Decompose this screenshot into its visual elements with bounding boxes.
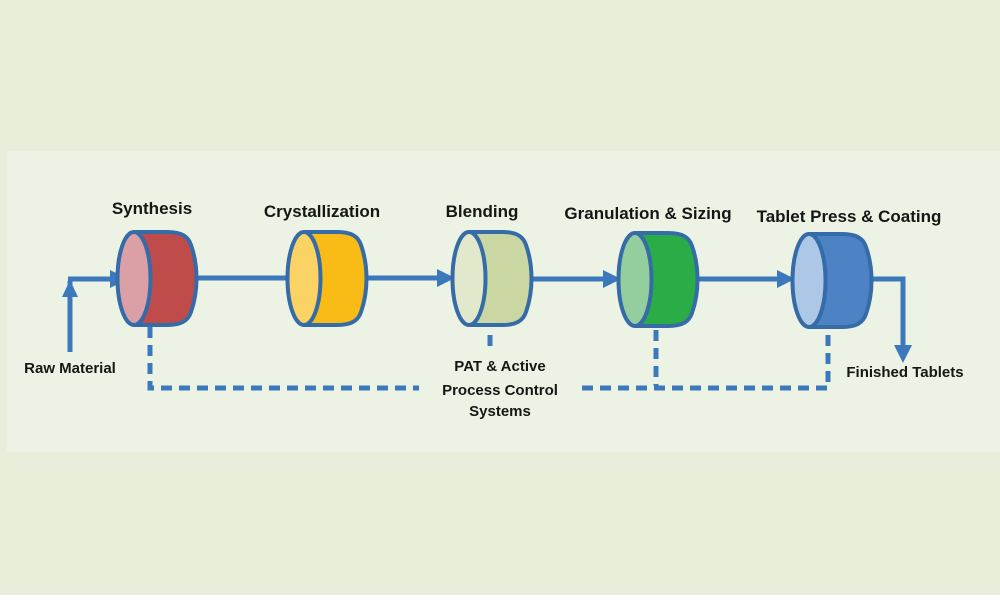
control-loop-label-line3: Systems (469, 403, 531, 420)
cylinder-face (115, 230, 153, 327)
control-loop-label-line2: Process Control (442, 382, 558, 399)
cylinder-face (616, 231, 654, 328)
stage-cylinder-granulation (616, 231, 700, 328)
control-loop-dashed-lines (147, 327, 831, 391)
raw-material-label: Raw Material (24, 360, 116, 377)
right-arrowhead-icon (603, 270, 621, 288)
cylinder-face (450, 230, 488, 327)
stage-label-crystallization: Crystallization (264, 202, 380, 221)
dashed-line-synthesis-branch (147, 327, 419, 391)
right-arrowhead-icon (777, 270, 795, 288)
cylinder-face (790, 232, 828, 329)
right-arrowhead-icon (437, 269, 455, 287)
down-arrowhead-icon (894, 345, 912, 363)
annotation-labels: Raw Material Finished Tablets PAT & Acti… (24, 358, 963, 420)
finished-tablets-label: Finished Tablets (846, 364, 963, 381)
stage-cylinder-tabletpress (790, 232, 874, 329)
stage-cylinder-blending (450, 230, 534, 327)
dashed-line-tabletpress-branch (582, 332, 831, 391)
stage-cylinders (115, 230, 874, 329)
up-arrowhead-icon (62, 280, 78, 297)
stage-label-synthesis: Synthesis (112, 199, 192, 218)
stage-labels: Synthesis Crystallization Blending Granu… (112, 199, 942, 226)
cylinder-face (285, 230, 323, 327)
stage-label-tabletpress: Tablet Press & Coating (757, 207, 942, 226)
bottom-strip (0, 595, 1000, 600)
stage-cylinder-synthesis (115, 230, 199, 327)
control-loop-label-line1: PAT & Active (454, 358, 545, 375)
stage-label-granulation: Granulation & Sizing (564, 204, 731, 223)
stage-cylinder-crystallization (285, 230, 369, 327)
output-arrow-line (866, 276, 906, 346)
stage-label-blending: Blending (446, 202, 519, 221)
